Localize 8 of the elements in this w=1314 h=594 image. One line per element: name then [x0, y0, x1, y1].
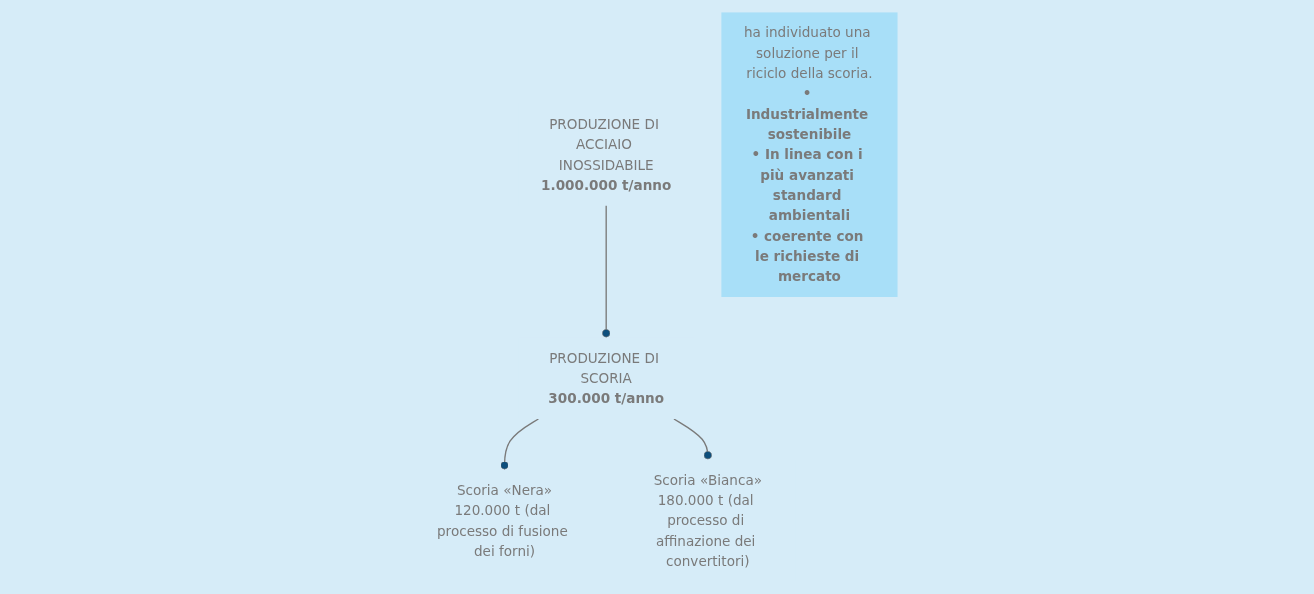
node-text: Scoria «Nera» 120.000 t (dal processo di fusione dei forni) — [437, 481, 568, 560]
node-text: PRODUZIONE DI ACCIAIO INOSSIDABILE 1.000.000 t/anno — [541, 116, 672, 194]
connector — [500, 418, 540, 471]
node-text: Scoria «Bianca» 180.000 t (dal processo di affinazione dei convertitori) — [653, 471, 762, 570]
node-text: PRODUZIONE DI SCORIA 300.000 t/anno — [548, 349, 664, 407]
node-box: ha individuato una soluzione per il riciclo della scoria. • Industrialmente sostenibile • In linea con i più avanzati standard ambientali • coerente con le richieste di mercato — [721, 12, 898, 297]
connector — [602, 204, 611, 339]
connector — [673, 418, 712, 461]
